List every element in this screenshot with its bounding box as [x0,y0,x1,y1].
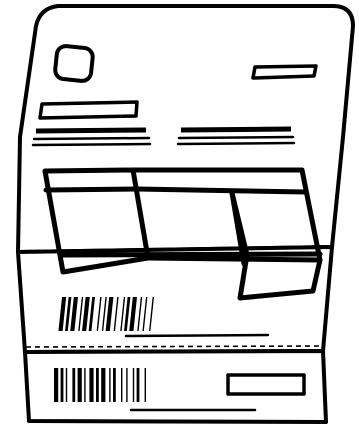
bottom-panel-field [228,375,304,394]
barcode-bar [101,368,105,402]
table-bottom-rule [63,254,320,255]
right-header-subrule-1 [179,137,293,138]
left-header-subrule-1 [34,138,149,139]
barcode-bar [109,368,110,402]
table-middle-header [137,189,306,192]
logo-box [54,45,93,82]
barcode-bar [72,368,75,402]
barcode-bar [54,368,58,402]
barcode-bar [145,368,146,402]
barcode-bar [121,368,122,402]
bottom-panel [25,351,326,422]
barcode-bar [84,368,85,402]
barcode-bar [89,368,93,402]
table-left-header [46,189,137,190]
middle-panel-signature-line [126,335,268,336]
top-right-field [253,66,316,78]
left-header-rule [36,130,146,131]
barcode-bar [96,368,99,402]
barcode-bar [78,368,82,402]
barcode-bar [126,368,127,402]
barcode-bar [61,368,64,402]
barcode-bar [66,368,67,402]
top-left-field [40,102,137,118]
middle-panel [18,247,332,352]
right-header-rule [181,129,291,130]
barcode-bar [137,368,140,402]
barcode-bar [113,368,116,402]
right-header-subrule-2 [178,143,294,144]
barcode-bar [133,368,134,402]
top-panel [18,6,353,252]
left-header-subrule-2 [33,144,150,145]
